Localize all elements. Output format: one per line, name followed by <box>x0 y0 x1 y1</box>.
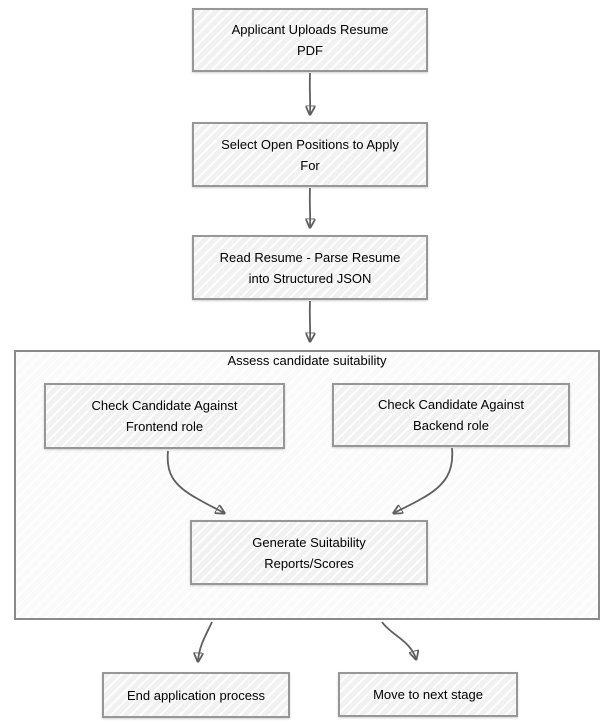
node-check-frontend[interactable]: Check Candidate Against Frontend role <box>44 383 285 449</box>
node-generate-reports-label-line1: Generate Suitability <box>252 534 366 550</box>
edge-group-to-end <box>198 621 213 661</box>
node-next-stage[interactable]: Move to next stage <box>338 672 518 717</box>
node-select-positions-label-line1: Select Open Positions to Apply <box>221 136 399 152</box>
edge-group-to-next <box>381 621 416 659</box>
node-end-process[interactable]: End application process <box>102 672 290 718</box>
node-upload-resume-label-line2: PDF <box>297 43 323 58</box>
node-parse-resume-label-line2: into Structured JSON <box>248 270 372 286</box>
node-check-frontend-label-line2: Frontend role <box>125 419 204 434</box>
node-upload-resume[interactable]: Applicant Uploads Resume PDF <box>192 8 428 72</box>
node-upload-resume-label-line1: Applicant Uploads Resume <box>231 22 389 37</box>
group-assess-suitability-label: Assess candidate suitability <box>227 353 387 368</box>
node-generate-reports-label-line2: Reports/Scores <box>264 555 354 571</box>
node-parse-resume[interactable]: Read Resume - Parse Resume into Structur… <box>192 235 428 300</box>
node-end-process-label-line1: End application process <box>126 687 266 703</box>
node-check-backend-label-line2: Backend role <box>413 418 489 433</box>
node-check-backend-label-line1: Check Candidate Against <box>378 397 524 412</box>
node-generate-reports[interactable]: Generate Suitability Reports/Scores <box>190 520 428 585</box>
node-next-stage-label-line1: Move to next stage <box>373 687 483 702</box>
node-select-positions-label-line2: For <box>300 157 320 173</box>
node-parse-resume-label-line1: Read Resume - Parse Resume <box>219 249 401 265</box>
node-select-positions[interactable]: Select Open Positions to Apply For <box>192 122 428 187</box>
node-check-frontend-label-line1: Check Candidate Against <box>91 398 238 413</box>
node-check-backend[interactable]: Check Candidate Against Backend role <box>332 383 570 447</box>
